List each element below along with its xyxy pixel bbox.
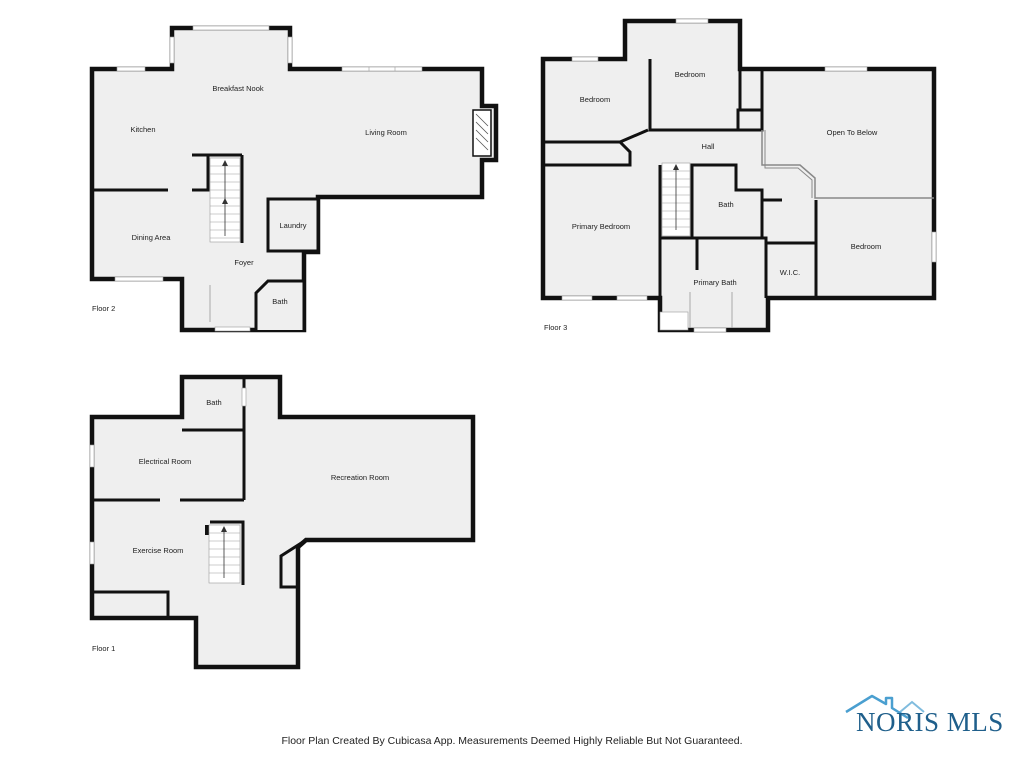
room-label-bath: Bath: [272, 297, 287, 306]
room-label-hall: Hall: [702, 142, 715, 151]
staircase: [208, 524, 241, 584]
room-label-recreation-room: Recreation Room: [331, 473, 389, 482]
window: [169, 36, 175, 64]
room-label-open-to-below: Open To Below: [827, 128, 878, 137]
fireplace: [472, 109, 492, 157]
noris-mls-logo: NORIS MLS: [842, 690, 1012, 740]
floor-1-plan: Bath Electrical Room Recreation Room Exe…: [89, 374, 476, 670]
window: [824, 66, 868, 72]
room-label-living-room: Living Room: [365, 128, 407, 137]
window: [114, 276, 164, 282]
floor-label-3: Floor 3: [544, 323, 567, 332]
floor-3-plan: Bedroom Bedroom Open To Below Hall Bath …: [540, 18, 937, 333]
room-label-dining-area: Dining Area: [132, 233, 172, 242]
bath-room: [254, 279, 306, 330]
room-label-bedroom-2: Bedroom: [675, 70, 705, 79]
room-label-primary-bath: Primary Bath: [693, 278, 736, 287]
laundry-room: [266, 197, 320, 253]
room-label-foyer: Foyer: [234, 258, 254, 267]
window: [89, 541, 95, 565]
disclaimer-text: Floor Plan Created By Cubicasa App. Meas…: [281, 735, 743, 747]
room-label-breakfast-nook: Breakfast Nook: [212, 84, 264, 93]
window: [287, 36, 293, 64]
house-roof-icon: [845, 694, 925, 720]
window: [116, 66, 146, 72]
window: [931, 231, 937, 263]
logo-text: NORIS MLS: [856, 707, 1004, 737]
window: [571, 56, 599, 62]
room-label-laundry: Laundry: [279, 221, 306, 230]
floor-1-area: [89, 374, 476, 670]
room-label-electrical-room: Electrical Room: [139, 457, 192, 466]
floor-label-2: Floor 2: [92, 304, 115, 313]
tub: [659, 311, 689, 331]
room-label-bath: Bath: [718, 200, 733, 209]
room-label-wic: W.I.C.: [780, 268, 800, 277]
floor-label-1: Floor 1: [92, 644, 115, 653]
window: [192, 25, 270, 31]
window: [341, 66, 423, 72]
room-label-primary-bedroom: Primary Bedroom: [572, 222, 630, 231]
window: [693, 327, 727, 333]
room-label-bath: Bath: [206, 398, 221, 407]
window: [675, 18, 709, 24]
railing: [761, 130, 934, 199]
floor-2-plan: Breakfast Nook Kitchen Living Room Laund…: [89, 25, 499, 333]
front-door: [214, 326, 251, 332]
room-label-kitchen: Kitchen: [130, 125, 155, 134]
window: [616, 295, 648, 301]
room-label-bedroom-1: Bedroom: [580, 95, 610, 104]
window: [561, 295, 593, 301]
room-label-exercise-room: Exercise Room: [133, 546, 184, 555]
floor-3-area: [540, 18, 937, 333]
room-label-bedroom-3: Bedroom: [851, 242, 881, 251]
window: [89, 444, 95, 468]
